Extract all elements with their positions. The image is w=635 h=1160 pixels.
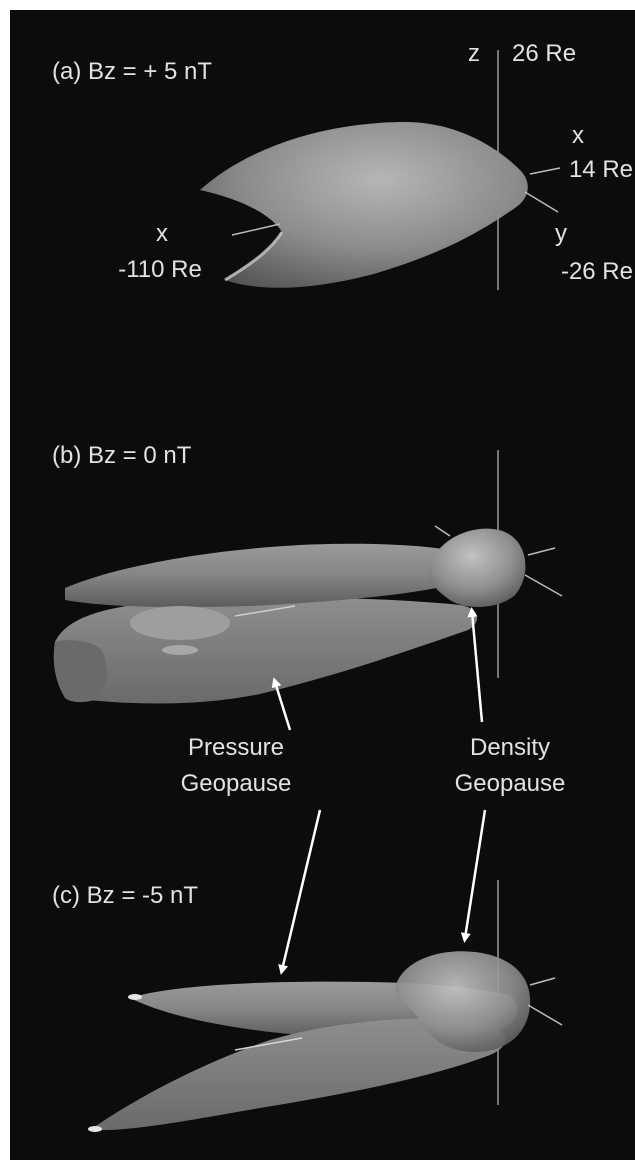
x-neg-axis-value: -110 Re [118, 256, 202, 284]
panel-b-surface [54, 450, 562, 704]
z-axis-value: 26 Re [512, 40, 576, 68]
panel-b-title: (b) Bz = 0 nT [52, 442, 191, 470]
panel-b-head [429, 529, 526, 607]
panel-a-x-neg-pointer [232, 224, 280, 235]
panel-a-title: (a) Bz = + 5 nT [52, 58, 212, 86]
panel-b-x-pos-pointer [528, 548, 555, 555]
panel-a-surface [200, 50, 560, 290]
geopause-figure: (a) Bz = + 5 nT (b) Bz = 0 nT (c) Bz = -… [10, 10, 635, 1160]
y-axis-value: -26 Re [561, 258, 633, 286]
panel-a-x-pos-pointer [530, 168, 560, 174]
density-arrow-up [472, 612, 482, 722]
panel-b-upper-tail [65, 544, 461, 607]
pressure-arrow-up [275, 682, 290, 730]
panel-b-lower-tail [54, 597, 477, 703]
panel-c-tip-lower [88, 1126, 102, 1132]
x-pos-axis-value: 14 Re [569, 156, 633, 184]
panel-b-y-pointer [525, 575, 562, 596]
x-pos-axis-label: x [572, 122, 584, 150]
pressure-geopause-line2: Geopause [181, 770, 292, 798]
figure-graphics [10, 10, 635, 1160]
panel-b-inner-blob [130, 606, 230, 640]
panel-b-inner-blob-small [162, 645, 198, 655]
density-geopause-line1: Density [470, 734, 550, 762]
panel-c-tip-upper [128, 994, 142, 1000]
y-axis-label: y [555, 220, 567, 248]
x-neg-axis-label: x [156, 220, 168, 248]
density-arrow-down [465, 810, 485, 938]
panel-c-y-pointer [528, 1005, 562, 1025]
panel-b-open-end [54, 640, 107, 702]
panel-a-y-pointer [525, 192, 558, 212]
panel-c-surface [88, 880, 562, 1132]
pressure-arrow-down [282, 810, 320, 970]
panel-c-title: (c) Bz = -5 nT [52, 882, 198, 910]
z-axis-label: z [468, 40, 480, 68]
density-geopause-line2: Geopause [455, 770, 566, 798]
pressure-geopause-line1: Pressure [188, 734, 284, 762]
panel-b-z-pointer [435, 526, 450, 536]
panel-c-x-pos-pointer [530, 978, 555, 985]
